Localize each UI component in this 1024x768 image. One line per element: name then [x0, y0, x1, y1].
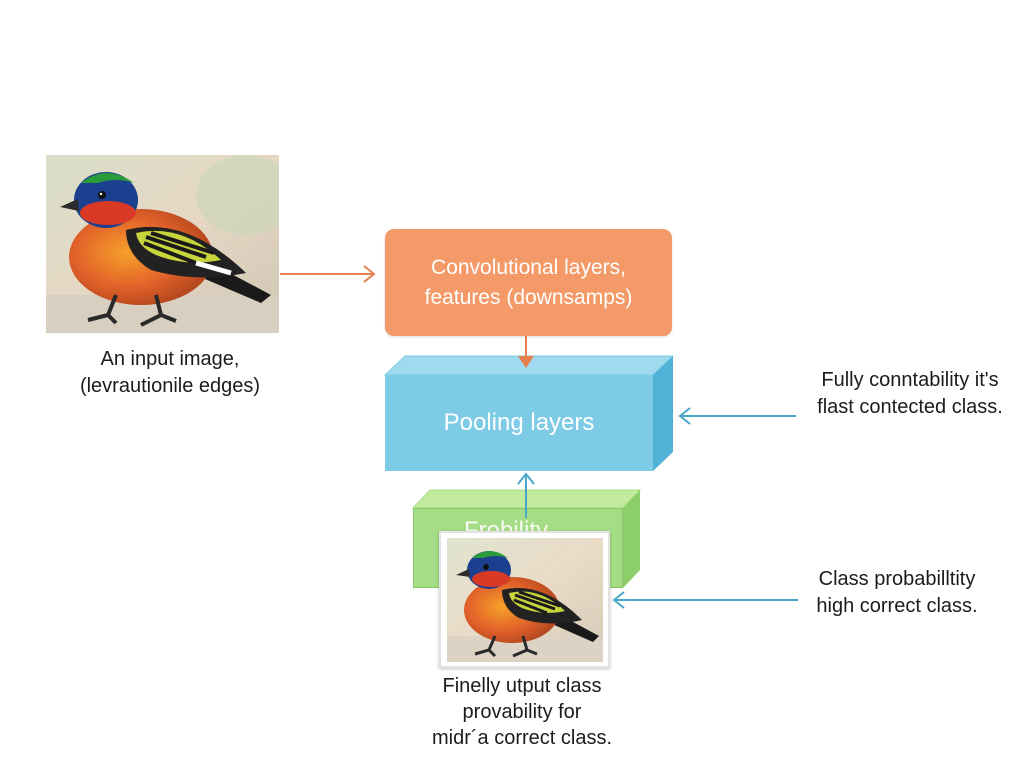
- class-probability-caption: Class probabilltity high correct class.: [797, 566, 997, 620]
- fully-connected-line-2: flast contected class.: [817, 396, 1003, 418]
- input-caption-line-1: An input image,: [100, 348, 240, 370]
- conv-label-line-2: features (downsamps): [424, 285, 633, 309]
- conv-label-line-1: Convolutional layers,: [431, 255, 626, 279]
- input-caption-line-2: (levrautionile edges): [79, 375, 261, 397]
- input-bird-image: [46, 155, 279, 333]
- output-caption-line-2: provability for: [462, 701, 582, 723]
- convolutional-layers-box: Convolutional layers, features (downsamp…: [385, 229, 672, 336]
- fully-connected-caption: Fully conntability it's flast contected …: [797, 367, 1023, 421]
- class-probability-line-2: high correct class.: [816, 595, 978, 617]
- pooling-layers-box: Pooling layers: [385, 375, 653, 471]
- arrow-input-to-conv: [280, 265, 376, 283]
- arrow-class-prob-to-output: [612, 591, 798, 609]
- fully-connected-line-1: Fully conntability it's: [821, 369, 999, 391]
- input-caption: An input image, (levrautionile edges): [40, 346, 300, 400]
- output-caption: Finelly utput class provability for midr…: [400, 673, 644, 751]
- output-bird-image: [447, 538, 603, 662]
- class-probability-line-1: Class probabilltity: [818, 568, 976, 590]
- arrow-conv-to-pooling: [518, 336, 534, 368]
- output-caption-line-3: midr´a correct class.: [431, 727, 613, 749]
- pooling-label: Pooling layers: [443, 409, 595, 436]
- output-caption-line-1: Finelly utput class: [442, 675, 602, 697]
- arrow-fully-connected-to-pooling: [678, 407, 796, 425]
